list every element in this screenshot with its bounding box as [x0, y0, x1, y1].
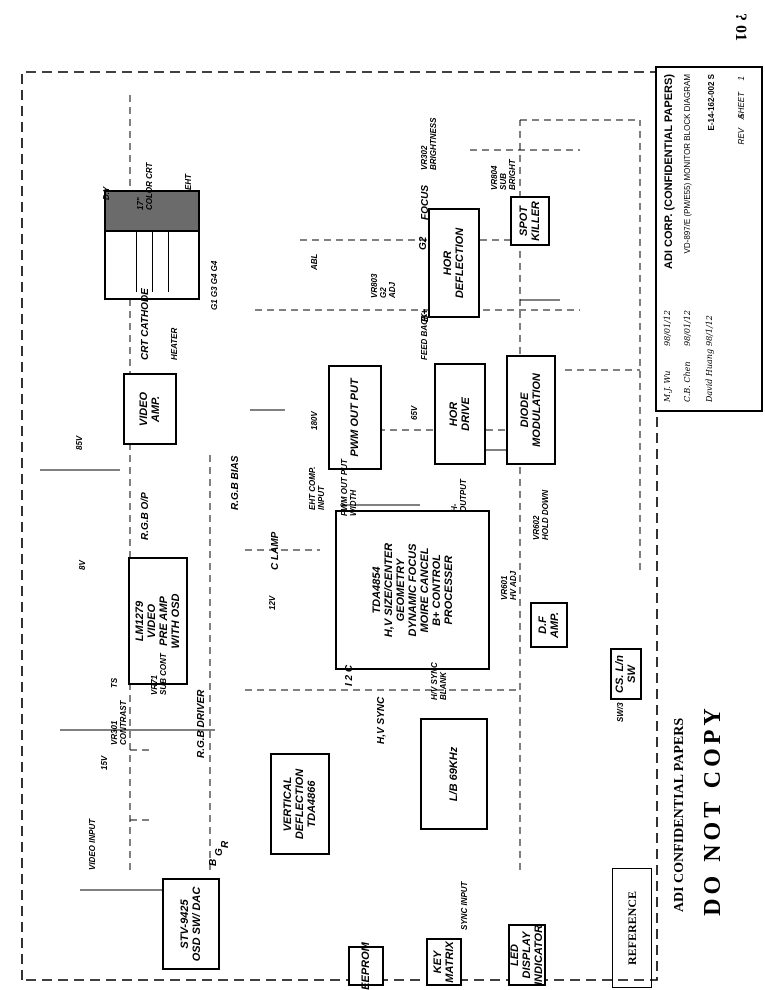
vr-g2-label: VR803 G2 ADJ: [370, 273, 397, 298]
sheet-value: 1: [737, 76, 746, 81]
pwm-output-block: PWM OUT PUT: [328, 365, 382, 470]
signature-chkd-date: 98/01/12: [683, 310, 692, 346]
hv-sync-label: H,V SYNC: [376, 696, 387, 744]
vr-hold-label: VR602 HOLD DOWN: [532, 489, 550, 540]
spot-killer-block: SPOT KILLER: [510, 196, 550, 246]
g-label: G: [214, 848, 225, 856]
rgb-bias-label: R.G.B BIAS: [230, 455, 241, 510]
r-label: R: [220, 840, 231, 848]
pwm-width-label: PWM OUT PUT WIDTH: [340, 459, 358, 516]
rgb-op-label: R.G.B O/P: [140, 492, 151, 540]
cs-switch-block: CS. L/n SW: [610, 648, 642, 700]
crt-neck-line: [152, 232, 153, 292]
vr-subcont-label: VR71 SUB CONT: [150, 653, 168, 695]
video-amp-block: VIDEO AMP.: [123, 373, 177, 445]
b-label: B: [208, 858, 219, 866]
sheet-cell: SHEET: [737, 92, 746, 119]
crt-cathode-label: CRT CATHODE: [140, 288, 151, 360]
key-matrix-block: KEY MATRIX: [426, 938, 462, 986]
b-plus-label: B+: [420, 308, 431, 322]
signature-appd: David Huang: [705, 348, 714, 402]
doc-number: E-14-162-002 S: [707, 74, 716, 131]
signature-appd-date: 98/1/12: [705, 315, 714, 346]
15v-label: 15V: [100, 755, 109, 770]
g2-label: G2: [418, 236, 429, 250]
dy-label: D.Y: [102, 186, 111, 200]
lb-block: L/B 69KHz: [420, 718, 488, 830]
ts-label: TS: [110, 677, 119, 688]
vr-sub-bright-label: VR804 SUB BRIGHT: [490, 159, 517, 190]
signature-chkd: C.B. Chen: [683, 361, 692, 402]
i2c-label: I 2 C: [344, 664, 355, 686]
clamp-label: C LAMP: [270, 531, 281, 570]
eht-comp-label: EHT COMP. INPUT: [308, 466, 326, 510]
eht-label: EHT: [184, 174, 193, 190]
color-crt-label: 17" COLOR CRT: [136, 162, 154, 210]
vr-brightness-label: VR302 BRIGHTNESS: [420, 117, 438, 170]
confidential-stamp: ADI CONFIDENTIAL PAPERS: [672, 717, 687, 913]
hv-sync-blank-label: H/V SYNC BLANK: [430, 662, 448, 700]
focus-label: FOCUS: [420, 185, 431, 220]
sw-label: SW/3: [616, 702, 625, 722]
signature-date: 98/01/12: [663, 310, 672, 346]
crt-neck-line: [136, 232, 137, 292]
eeprom-block: EEPROM: [348, 942, 384, 990]
vr-contrast-label: VR301 CONTRAST: [110, 700, 128, 745]
reference-stamp: REFERENCE: [612, 868, 652, 988]
180v-label: 180V: [310, 411, 319, 430]
tda4854-block: TDA4854 H,V SIZE/CENTER GEOMETRY DYNAMIC…: [335, 510, 490, 670]
8v-label: 8V: [78, 560, 87, 570]
h-output-label: H- OUTPUT: [450, 479, 468, 512]
hor-deflection-block: HOR DEFLECTION: [428, 208, 480, 318]
signature-draw: M.J. Wu: [663, 370, 672, 402]
heater-label: HEATER: [170, 327, 179, 360]
rev-cell: REV: [737, 128, 746, 145]
rgb-driver-label: R.G.B DRIVER: [196, 689, 207, 758]
12v-label: 12V: [268, 595, 277, 610]
outer-frame: [21, 71, 658, 981]
vertical-deflection-block: VERTICAL DEFLECTION TDA4866: [270, 753, 330, 855]
diode-modulation-block: DIODE MODULATION: [506, 355, 556, 465]
abl-label: ABL: [310, 253, 319, 270]
do-not-copy-stamp: DO NOT COPY: [700, 704, 726, 916]
vr-hv-label: VR601 HV ADJ: [500, 570, 518, 600]
led-indicator-block: LED DISPLAY INDICATOR: [508, 924, 546, 986]
title-block: ADI CORP. (CONFIDENTIAL PAPERS) VD-897/E…: [655, 66, 763, 412]
crt-neck-line: [168, 232, 169, 292]
drawing-title: VD-897/E (PM/E55) MONITOR BLOCK DIAGRAM: [683, 74, 692, 254]
85v-label: 85V: [75, 435, 84, 450]
df-amp-block: D.F AMP.: [530, 602, 568, 648]
sync-input-label: SYNC INPUT: [460, 881, 469, 930]
hor-drive-block: HOR DRIVE: [434, 363, 486, 465]
osd-dac-block: STV-9425 OSD SW/ DAC: [162, 878, 220, 970]
65v-label: 65V: [410, 405, 419, 420]
g1-label: G1 G3 G4 G4: [210, 260, 219, 310]
company-line: ADI CORP. (CONFIDENTIAL PAPERS): [663, 74, 675, 269]
video-input-label: VIDEO INPUT: [88, 818, 97, 870]
